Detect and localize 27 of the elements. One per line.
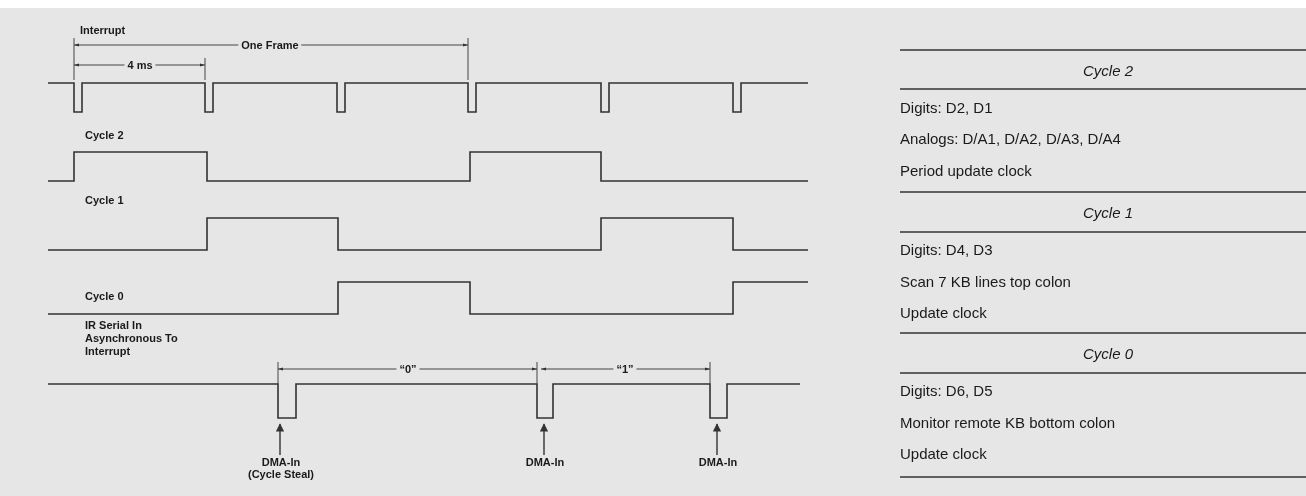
signal-name: Cycle 2 [85,129,124,141]
table-heading: Cycle 0 [1083,344,1133,362]
dimension-label: One Frame [238,39,302,51]
signal-name: Cycle 0 [85,290,124,302]
signal-name: Cycle 1 [85,194,124,206]
table-entry: Digits: D4, D3 [900,240,993,258]
table-entry: Digits: D2, D1 [900,98,993,116]
signal-name: Interrupt [80,24,126,36]
arrow [275,423,285,456]
table-entry: Update clock [900,444,987,462]
dimension-label: 4 ms [124,59,156,71]
dimension-label: “0” [396,363,420,375]
table-entry: Update clock [900,303,987,321]
signal-annotation: DMA-In [698,456,738,468]
arrow [539,423,549,456]
table-entry: Scan 7 KB lines top colon [900,272,1071,290]
table-entry: Monitor remote KB bottom colon [900,413,1116,431]
table-heading: Cycle 2 [1083,61,1133,79]
signal-name: IR Serial In Asynchronous To Interrupt [85,318,179,358]
signal-annotation: DMA-In [525,456,565,468]
signal-annotation: DMA-In (Cycle Steal) [248,456,314,480]
table-entry: Digits: D6, D5 [900,381,993,399]
arrow [712,423,722,456]
dimension-label: “1” [613,363,637,375]
table-entry: Period update clock [900,161,1032,179]
table-heading: Cycle 1 [1083,203,1133,221]
table-entry: Analogs: D/A1, D/A2, D/A3, D/A4 [900,129,1121,147]
